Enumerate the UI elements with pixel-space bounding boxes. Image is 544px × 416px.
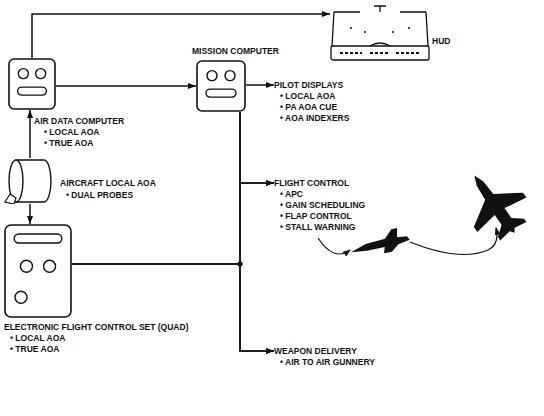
hud-display: HUD <box>330 0 453 64</box>
signal-line <box>240 112 274 183</box>
outline-svg <box>330 2 430 62</box>
unit-outline <box>196 60 246 112</box>
unit-label: WEAPON DELIVERY <box>274 346 357 356</box>
signal-line <box>32 14 330 58</box>
bullet-item: • LOCAL AOA <box>10 333 65 343</box>
weapon-delivery: WEAPON DELIVERY• AIR TO AIR GUNNERY <box>274 346 377 369</box>
aoa-sensor: AIRCRAFT LOCAL AOA • DUAL PROBES <box>4 158 158 206</box>
unit-label: AIR DATA COMPUTER <box>34 116 124 126</box>
unit-label: ELECTRONIC FLIGHT CONTROL SET (QUAD) <box>4 322 188 332</box>
signal-line <box>246 84 274 86</box>
unit-label: AIRCRAFT LOCAL AOA <box>60 178 156 188</box>
mission-computer: MISSION COMPUTER <box>192 46 281 114</box>
fighter-jet-small <box>348 226 411 260</box>
signal-line <box>56 85 196 87</box>
bullet-item: • DUAL PROBES <box>66 190 133 200</box>
flight-path <box>318 238 350 254</box>
bullet-item: • LOCAL AOA <box>44 127 99 137</box>
unit-label: MISSION COMPUTER <box>192 46 279 56</box>
hud-drawing <box>330 2 430 62</box>
junction-dot <box>238 262 243 267</box>
bullet-item: • GAIN SCHEDULING <box>280 200 365 210</box>
signal-line <box>72 264 274 351</box>
outline-svg <box>4 158 52 204</box>
outline-svg <box>196 60 246 112</box>
bullet-item: • STALL WARNING <box>280 222 355 232</box>
bullet-item: • TRUE AOA <box>44 138 93 148</box>
pilot-displays: PILOT DISPLAYS• LOCAL AOA• PA AOA CUE• A… <box>274 80 352 125</box>
bullet-item: • FLAP CONTROL <box>280 211 352 221</box>
signal-line <box>29 110 31 158</box>
junction-dot <box>238 262 243 267</box>
unit-outline <box>4 158 52 204</box>
unit-label: HUD <box>432 36 450 46</box>
bullet-item: • APC <box>280 189 303 199</box>
signal-line <box>240 112 274 351</box>
bullet-item: • AIR TO AIR GUNNERY <box>280 357 375 367</box>
flight-control-set: ELECTRONIC FLIGHT CONTROL SET (QUAD)• LO… <box>4 224 191 356</box>
outline-svg <box>8 58 56 110</box>
air-data-computer: AIR DATA COMPUTER• LOCAL AOA• TRUE AOA <box>8 58 127 150</box>
unit-outline <box>4 224 72 318</box>
outline-svg <box>4 224 72 318</box>
flight-control: FLIGHT CONTROL• APC• GAIN SCHEDULING• FL… <box>274 178 368 234</box>
bullet-item: • TRUE AOA <box>10 344 59 354</box>
unit-label: FLIGHT CONTROL <box>274 178 349 188</box>
bullet-item: • PA AOA CUE <box>280 102 337 112</box>
signal-line <box>29 204 31 224</box>
unit-outline <box>8 58 56 110</box>
fighter-jet <box>450 158 539 250</box>
bullet-item: • AOA INDEXERS <box>280 113 349 123</box>
flight-path <box>410 228 497 255</box>
bullet-item: • LOCAL AOA <box>280 91 335 101</box>
unit-label: PILOT DISPLAYS <box>274 80 343 90</box>
